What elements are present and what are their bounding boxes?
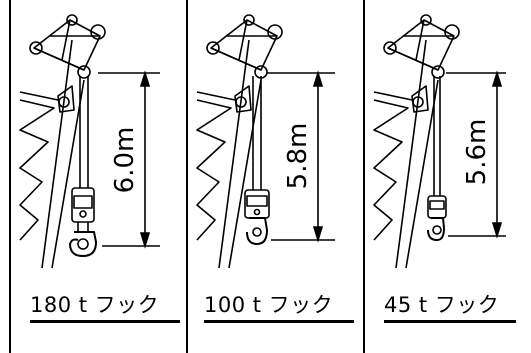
panel-100t: 5.8m 100 t フック bbox=[187, 0, 364, 353]
height-label: 6.0m bbox=[110, 127, 140, 194]
caption-100t: 100 t フック bbox=[204, 293, 334, 317]
boom-lattice bbox=[196, 99, 232, 241]
panel-180t: 6.0m 180 t フック bbox=[10, 0, 187, 353]
caption-underline bbox=[384, 320, 516, 323]
caption-underline bbox=[204, 320, 354, 323]
height-label: 5.8m bbox=[283, 123, 313, 190]
boom-lattice bbox=[373, 99, 409, 241]
caption-45t: 45 t フック bbox=[384, 293, 500, 317]
crane-drawing-180t: 6.0m bbox=[19, 14, 160, 269]
boom-lattice bbox=[19, 99, 55, 241]
panel-45t: 5.6m 45 t フック bbox=[364, 0, 531, 353]
caption-180t: 180 t フック bbox=[30, 293, 160, 317]
height-label: 5.6m bbox=[462, 119, 492, 186]
caption-underline bbox=[30, 320, 180, 323]
crane-drawing-45t: 5.6m bbox=[373, 14, 506, 269]
crane-drawing-100t: 5.8m bbox=[196, 14, 335, 269]
